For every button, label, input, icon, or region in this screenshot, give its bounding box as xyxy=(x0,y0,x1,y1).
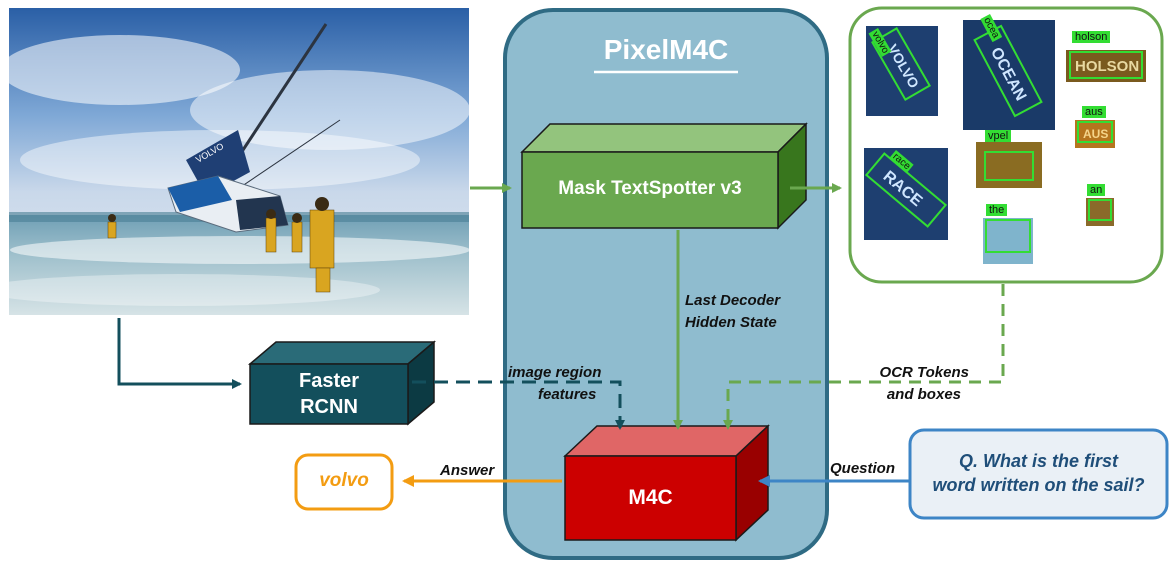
ocr-token-vpel: vpel xyxy=(985,130,1012,142)
arrow-region-features xyxy=(412,380,625,430)
last-decoder-label-line2: Hidden State xyxy=(685,314,777,331)
arrow-ocr-tokens xyxy=(723,284,1005,430)
arrow-photo-to-rcnn xyxy=(117,318,242,389)
ocr-tokens-label-line2: and boxes xyxy=(886,386,961,403)
ocr-tokens-label-line1: OCR Tokens xyxy=(879,364,969,381)
m4c-label: M4C xyxy=(628,486,673,509)
last-decoder-label-line1: Last Decoder xyxy=(685,292,781,309)
faster-rcnn-box xyxy=(247,340,437,426)
image-region-label-line2: features xyxy=(538,386,597,403)
faster-rcnn-label-line1: Faster xyxy=(298,370,360,392)
ocr-token-an: an xyxy=(1087,184,1106,196)
ocr-token-holson: holson xyxy=(1072,31,1111,43)
ocr-crop-text-aus: AUS xyxy=(1083,127,1108,141)
ocr-crop-ocean: OCEAN xyxy=(963,20,1055,130)
ocr-crop-text-holson: HOLSON xyxy=(1075,58,1139,75)
ocr-crop-aus: AUS xyxy=(1075,120,1115,148)
image-region-label-line1: image region xyxy=(508,364,602,381)
ocr-crop-holson: HOLSON xyxy=(1066,50,1146,82)
ocr-token-aus: aus xyxy=(1082,106,1106,118)
panel-title: PixelM4C xyxy=(603,34,729,65)
sailboat-photo: VOLVO xyxy=(0,8,470,315)
ocr-token-the: the xyxy=(986,204,1008,216)
ocr-crop-the xyxy=(983,218,1033,264)
question-text-line1: Q. What is the first xyxy=(958,451,1118,471)
textspotter-label: Mask TextSpotter v3 xyxy=(558,178,742,199)
m4c-box xyxy=(563,424,770,542)
answer-box xyxy=(294,453,394,511)
ocr-crop-vpel xyxy=(976,142,1042,188)
answer-text: volvo xyxy=(319,470,369,491)
faster-rcnn-label-line2: RCNN xyxy=(300,396,358,418)
textspotter-box xyxy=(520,122,808,230)
question-arrow-label: Question xyxy=(830,460,896,477)
question-text-line2: word written on the sail? xyxy=(932,475,1145,495)
answer-arrow-label: Answer xyxy=(440,462,495,479)
ocr-crop-an xyxy=(1086,198,1114,226)
question-box xyxy=(908,428,1169,520)
